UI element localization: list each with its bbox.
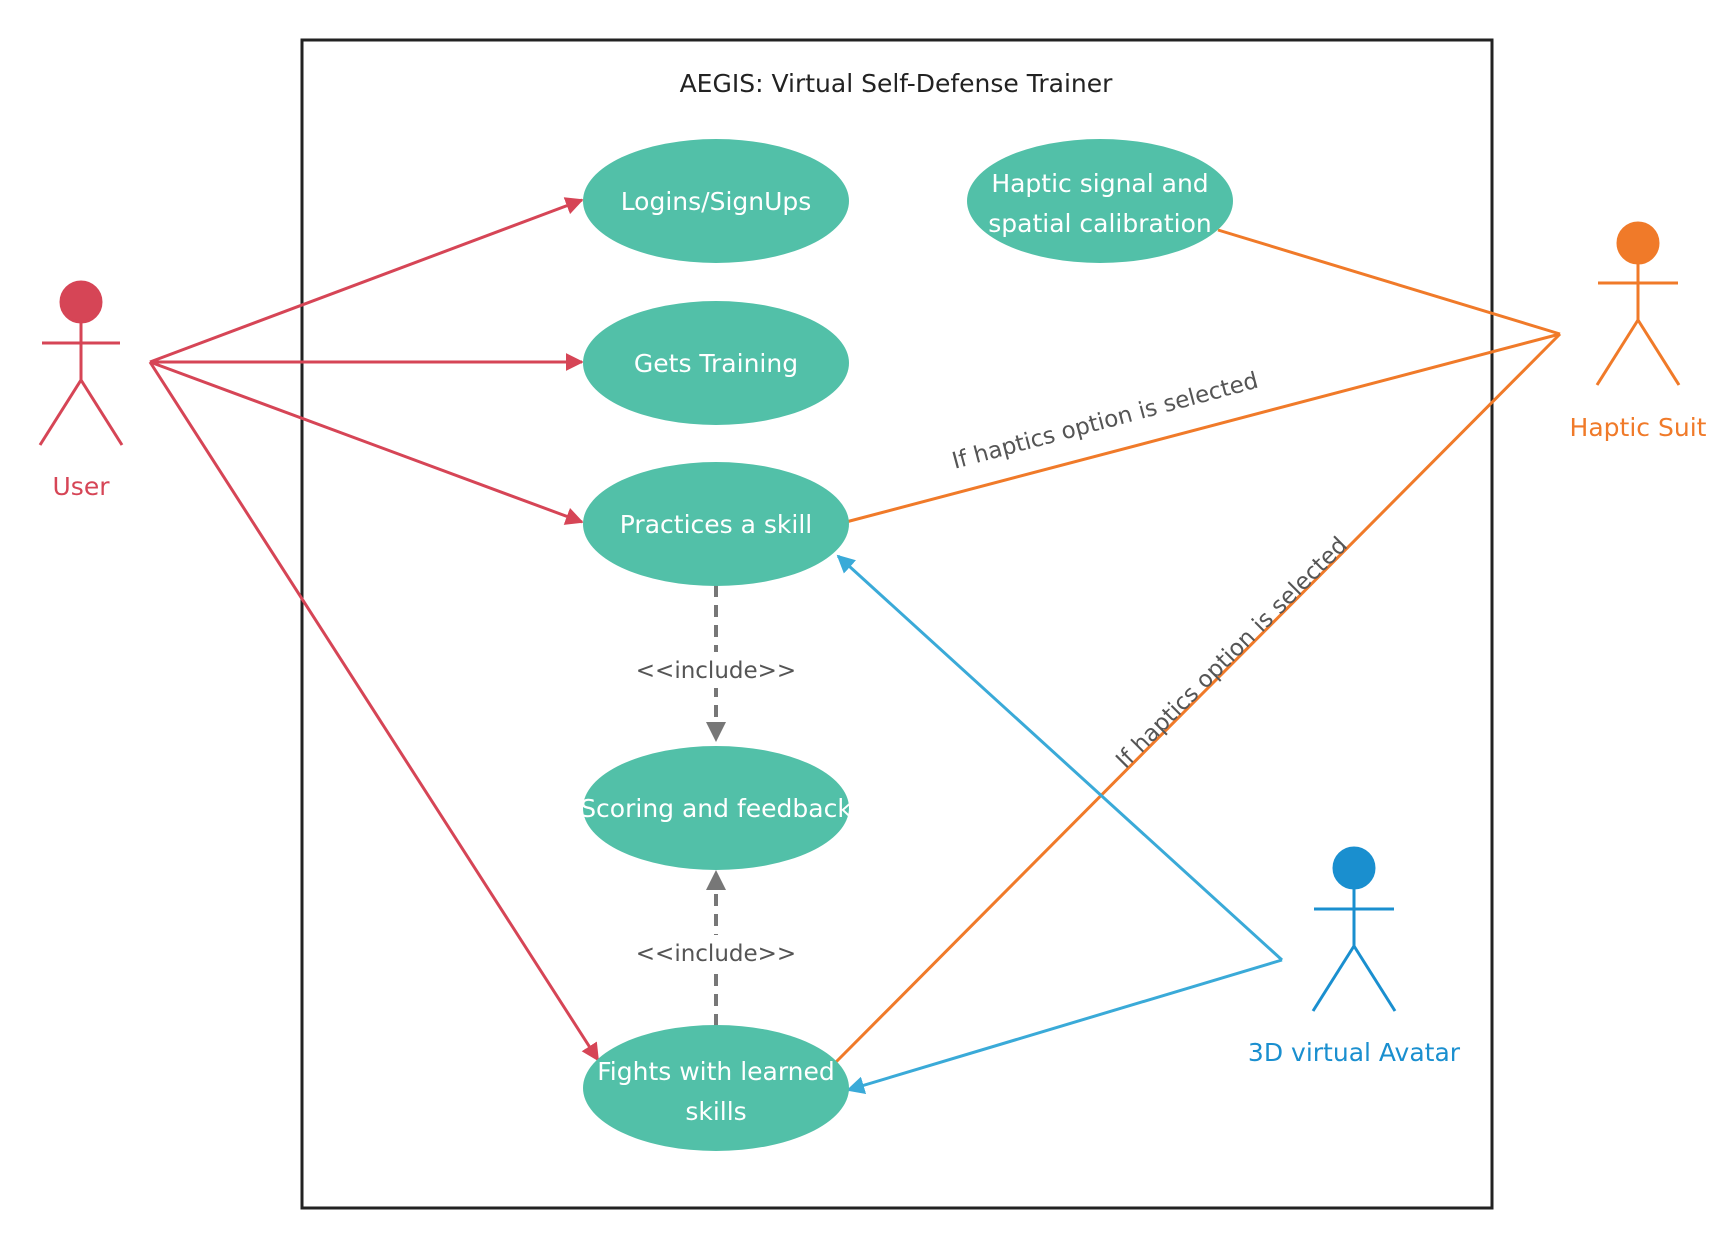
assoc-haptic-calibration [1217,228,1561,336]
svg-text:Scoring and feedback: Scoring and feedback [580,794,852,823]
actor-haptic-suit-label: Haptic Suit [1570,413,1707,442]
actor-user-label: User [53,472,111,501]
use-case-logins[interactable]: Logins/SignUps [583,139,849,263]
assoc-haptic-practice [845,332,1561,524]
actor-user[interactable] [38,280,124,446]
assoc-avatar-practice [836,554,1284,962]
assoc-user-practice [149,360,584,525]
actor-avatar-label: 3D virtual Avatar [1248,1038,1461,1067]
use-case-fights[interactable]: Fights with learned skills [583,1025,849,1151]
actor-user-head [59,280,103,324]
haptic-condition-label-2: If haptics option is selected [1111,532,1353,774]
use-case-haptic-calibration[interactable]: Haptic signal and spatial calibration [967,139,1233,263]
haptic-condition-label-1: If haptics option is selected [949,368,1261,475]
system-title: AEGIS: Virtual Self-Defense Trainer [680,69,1114,98]
svg-text:Fights with learned: Fights with learned [597,1057,835,1086]
use-case-practice[interactable]: Practices a skill [583,462,849,586]
use-case-scoring[interactable]: Scoring and feedback [580,746,852,870]
assoc-user-logins [149,197,584,364]
svg-text:Practices a skill: Practices a skill [620,510,812,539]
include-label-1: <<include>> [636,658,796,684]
actor-avatar[interactable] [1311,846,1397,1012]
actor-haptic-suit-head [1616,221,1660,265]
svg-text:skills: skills [685,1097,746,1126]
svg-text:Gets Training: Gets Training [634,349,798,378]
svg-text:Logins/SignUps: Logins/SignUps [621,187,812,216]
svg-text:spatial calibration: spatial calibration [988,209,1212,238]
assoc-user-fights [148,361,600,1062]
svg-text:Haptic signal and: Haptic signal and [991,169,1208,198]
use-case-training[interactable]: Gets Training [583,301,849,425]
actor-avatar-head [1332,846,1376,890]
include-label-2: <<include>> [636,941,796,967]
system-boundary [300,38,1494,1210]
actor-haptic-suit[interactable] [1595,221,1681,386]
assoc-haptic-fights [832,332,1562,1066]
assoc-avatar-fights [846,958,1283,1094]
